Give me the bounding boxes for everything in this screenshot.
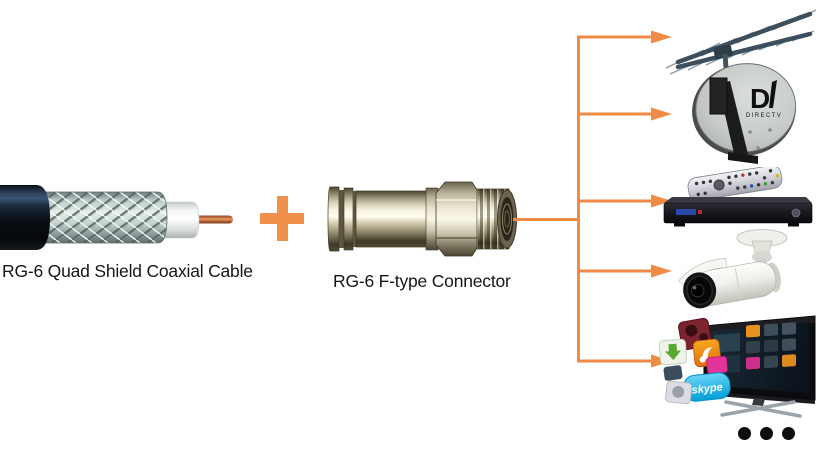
cable-dielectric [157,201,200,239]
smart-tv-icon: skype [658,315,816,418]
arrowhead-antenna [651,30,672,44]
coaxial-cable-icon [0,185,233,250]
set-top-box-icon [663,167,813,227]
ellipsis-icon [738,426,800,442]
dish-lnb-arm [709,77,758,164]
cable-center-conductor [190,215,233,224]
arrowhead-dish [651,107,672,121]
skype-label: skype [691,381,723,396]
f-type-connector-icon [327,181,517,257]
arrowhead-camera [651,264,672,278]
remote-control-icon [687,167,783,201]
settop-logo-badge [676,209,696,215]
connector-label: RG-6 F-type Connector [333,271,511,291]
directv-logo: D DIRECTV [746,80,782,119]
directv-logo-text: DIRECTV [746,113,782,119]
camera-body [678,258,781,309]
arrowhead-settop [651,194,672,208]
floating-app-icons: skype [658,317,731,405]
directv-logo-d: D [750,83,770,114]
connector-crimp-rings [327,186,357,252]
connector-threaded-nose [476,188,517,250]
cable-label: RG-6 Quad Shield Coaxial Cable [2,261,253,281]
satellite-dish-icon: D DIRECTV [692,63,797,164]
plus-icon [260,196,304,241]
connector-barrel [355,190,433,248]
cable-outer-jacket [0,185,50,250]
security-camera-icon [678,229,788,309]
